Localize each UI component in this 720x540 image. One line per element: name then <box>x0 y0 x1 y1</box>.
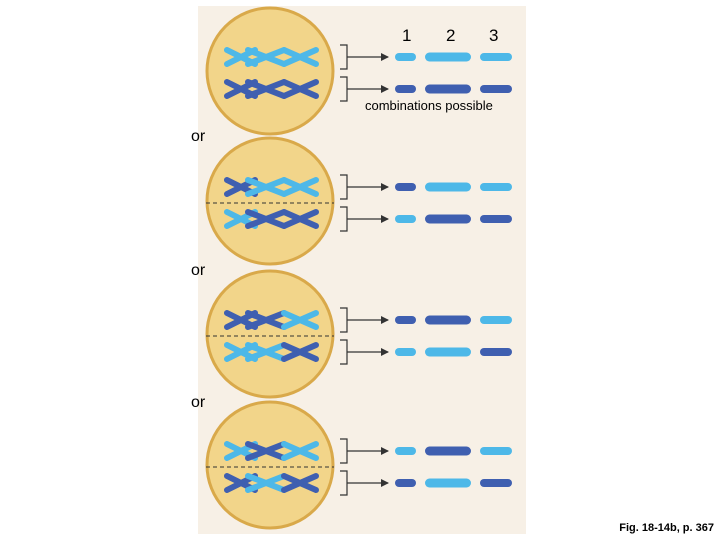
chromosome <box>281 79 319 99</box>
chromosome-bar <box>425 214 471 224</box>
chromosome-bar <box>480 348 512 356</box>
chromosome <box>245 209 287 229</box>
cell-2 <box>205 136 512 266</box>
chromosome-bar <box>395 316 416 324</box>
chromosome-bar <box>425 182 471 192</box>
cell-4 <box>205 400 512 530</box>
chromosome-bar <box>395 53 416 61</box>
cell-body <box>205 269 335 399</box>
cell-body <box>205 136 335 266</box>
chromosome-bar <box>480 183 512 191</box>
chromosome <box>281 47 319 67</box>
chromosome-bar <box>480 447 512 455</box>
chromosome <box>281 310 319 330</box>
chromosome <box>281 177 319 197</box>
chromosome-bar <box>425 315 471 325</box>
chromosome-bar <box>395 447 416 455</box>
chromosome-bar <box>395 215 416 223</box>
chromosome-bar <box>395 85 416 93</box>
bracket <box>340 438 348 464</box>
chromosome-bar <box>425 84 471 94</box>
bracket <box>340 76 348 102</box>
chromosome-bar <box>425 52 471 62</box>
chromosome <box>245 177 287 197</box>
figure-caption: Fig. 18-14b, p. 367 <box>619 522 714 534</box>
chromosome <box>281 473 319 493</box>
bracket <box>340 174 348 200</box>
column-number-2: 2 <box>446 26 456 45</box>
or-label-2: or <box>191 262 206 279</box>
chromosome-bar <box>480 316 512 324</box>
chromosome <box>281 441 319 461</box>
chromosome <box>281 209 319 229</box>
cell-3 <box>205 269 512 399</box>
or-label-1: or <box>191 128 206 145</box>
bracket <box>340 44 348 70</box>
chromosome-bar <box>395 479 416 487</box>
chromosome-bar <box>480 215 512 223</box>
bracket <box>340 339 348 365</box>
bracket <box>340 307 348 333</box>
column-number-3: 3 <box>489 26 499 45</box>
chromosome <box>245 310 287 330</box>
chromosome <box>245 441 287 461</box>
chromosome-bar <box>425 446 471 456</box>
chromosome-bar <box>480 53 512 61</box>
bracket <box>340 206 348 232</box>
chromosome <box>245 79 287 99</box>
or-label-3: or <box>191 394 206 411</box>
chromosome-bar <box>480 85 512 93</box>
bracket <box>340 470 348 496</box>
chromosome-bar <box>395 183 416 191</box>
cell-body <box>205 400 335 530</box>
chromosome-bar <box>480 479 512 487</box>
chromosome <box>245 342 287 362</box>
chromosome-bar <box>425 478 471 488</box>
chromosome <box>245 473 287 493</box>
cell-1 <box>205 6 512 136</box>
cell-body <box>205 6 335 136</box>
chromosome-bar <box>395 348 416 356</box>
combinations-label: combinations possible <box>365 98 493 113</box>
chromosome <box>245 47 287 67</box>
chromosome-bar <box>425 347 471 357</box>
column-number-1: 1 <box>402 26 412 45</box>
chromosome <box>281 342 319 362</box>
